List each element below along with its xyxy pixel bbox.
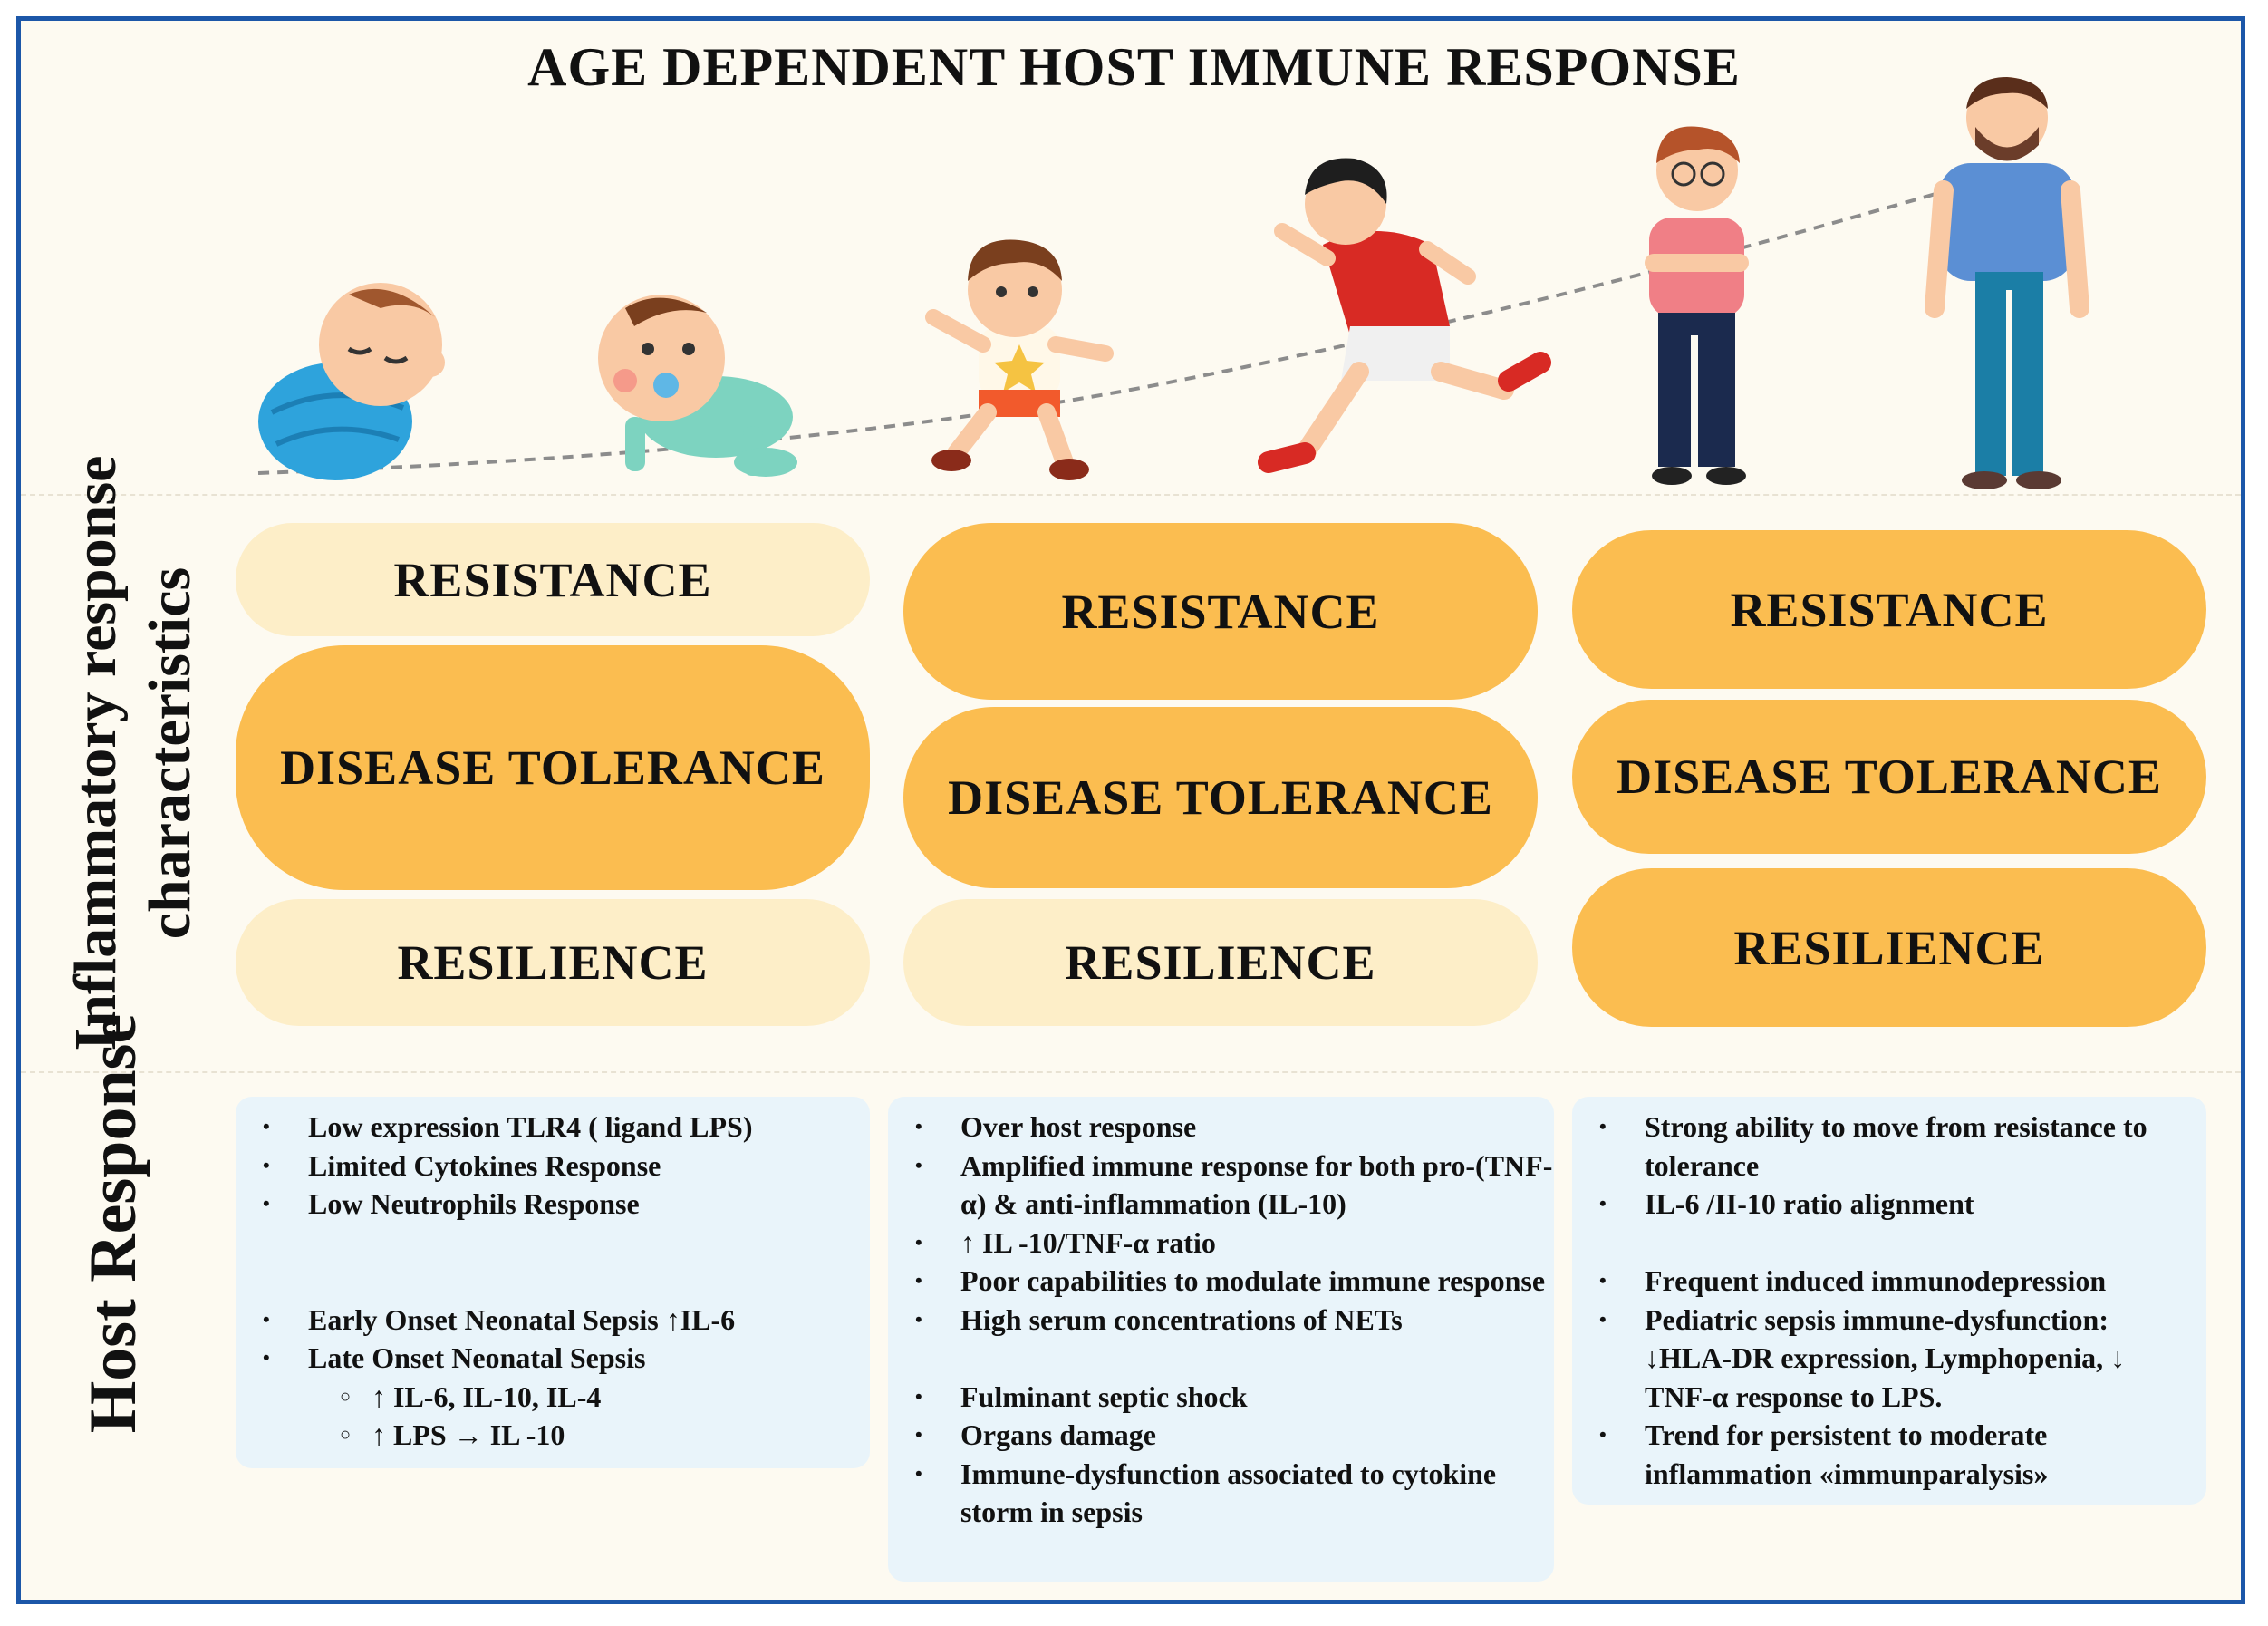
- list-item: Over host response: [888, 1108, 1554, 1147]
- list-item: ↑ IL -10/TNF-α ratio: [888, 1224, 1554, 1263]
- row-label-host-response: Host Response: [76, 1013, 150, 1434]
- list-item: Low expression TLR4 ( ligand LPS): [236, 1108, 870, 1147]
- list-item: Trend for persistent to moderate inflamm…: [1572, 1416, 2197, 1493]
- list-item: Frequent induced immunodepression: [1572, 1262, 2197, 1301]
- list-item: Fulminant septic shock: [888, 1378, 1554, 1417]
- pill-tolerance-col3: DISEASE TOLERANCE: [1572, 700, 2206, 854]
- sub-list-item: ↑ LPS → IL -10: [236, 1416, 870, 1455]
- list-item: Early Onset Neonatal Sepsis ↑IL-6: [236, 1301, 870, 1340]
- pill-tolerance-col2: DISEASE TOLERANCE: [903, 707, 1538, 888]
- age-trend-line: [257, 189, 1949, 475]
- list-item: Low Neutrophils Response: [236, 1185, 870, 1224]
- list-spacer: [236, 1262, 870, 1301]
- list-spacer: [1572, 1224, 2197, 1263]
- host-response-box-newborn: Low expression TLR4 ( ligand LPS)Limited…: [236, 1097, 870, 1468]
- list-item: Poor capabilities to modulate immune res…: [888, 1262, 1554, 1301]
- list-item: IL-6 /II-10 ratio alignment: [1572, 1185, 2197, 1224]
- running-child-icon: [1258, 158, 1551, 473]
- pill-resistance-col2: RESISTANCE: [903, 523, 1538, 700]
- age-figures: [257, 77, 2089, 489]
- walking-toddler-icon: [925, 239, 1114, 480]
- pill-resilience-col1: RESILIENCE: [236, 899, 870, 1026]
- list-spacer: [236, 1224, 870, 1263]
- list-item: Strong ability to move from resistance t…: [1572, 1108, 2197, 1185]
- list-item: Immune-dysfunction associated to cytokin…: [888, 1455, 1554, 1532]
- section-divider-top: [21, 494, 2241, 496]
- list-spacer: [888, 1339, 1554, 1378]
- pill-resistance-col1: RESISTANCE: [236, 523, 870, 636]
- list-item: High serum concentrations of NETs: [888, 1301, 1554, 1340]
- adolescent-icon: [1645, 126, 1749, 485]
- diagram-title: AGE DEPENDENT HOST IMMUNE RESPONSE: [527, 37, 1741, 97]
- host-response-box-child: Over host responseAmplified immune respo…: [888, 1097, 1554, 1582]
- list-item: Amplified immune response for both pro-(…: [888, 1147, 1554, 1224]
- pill-resilience-col3: RESILIENCE: [1572, 868, 2206, 1027]
- list-item: Pediatric sepsis immune-dysfunction: ↓HL…: [1572, 1301, 2197, 1417]
- sub-list-item: ↑ IL-6, IL-10, IL-4: [236, 1378, 870, 1417]
- list-item: Organs damage: [888, 1416, 1554, 1455]
- adult-man-icon: [1925, 77, 2089, 489]
- list-item: Late Onset Neonatal Sepsis: [236, 1339, 870, 1378]
- swaddled-newborn-icon: [258, 283, 445, 480]
- pill-resilience-col2: RESILIENCE: [903, 899, 1538, 1026]
- pill-resistance-col3: RESISTANCE: [1572, 530, 2206, 689]
- crawling-baby-icon: [598, 295, 797, 477]
- host-response-box-adult: Strong ability to move from resistance t…: [1572, 1097, 2206, 1505]
- pill-tolerance-col1: DISEASE TOLERANCE: [236, 645, 870, 890]
- list-item: Limited Cytokines Response: [236, 1147, 870, 1186]
- section-divider-bottom: [21, 1071, 2241, 1073]
